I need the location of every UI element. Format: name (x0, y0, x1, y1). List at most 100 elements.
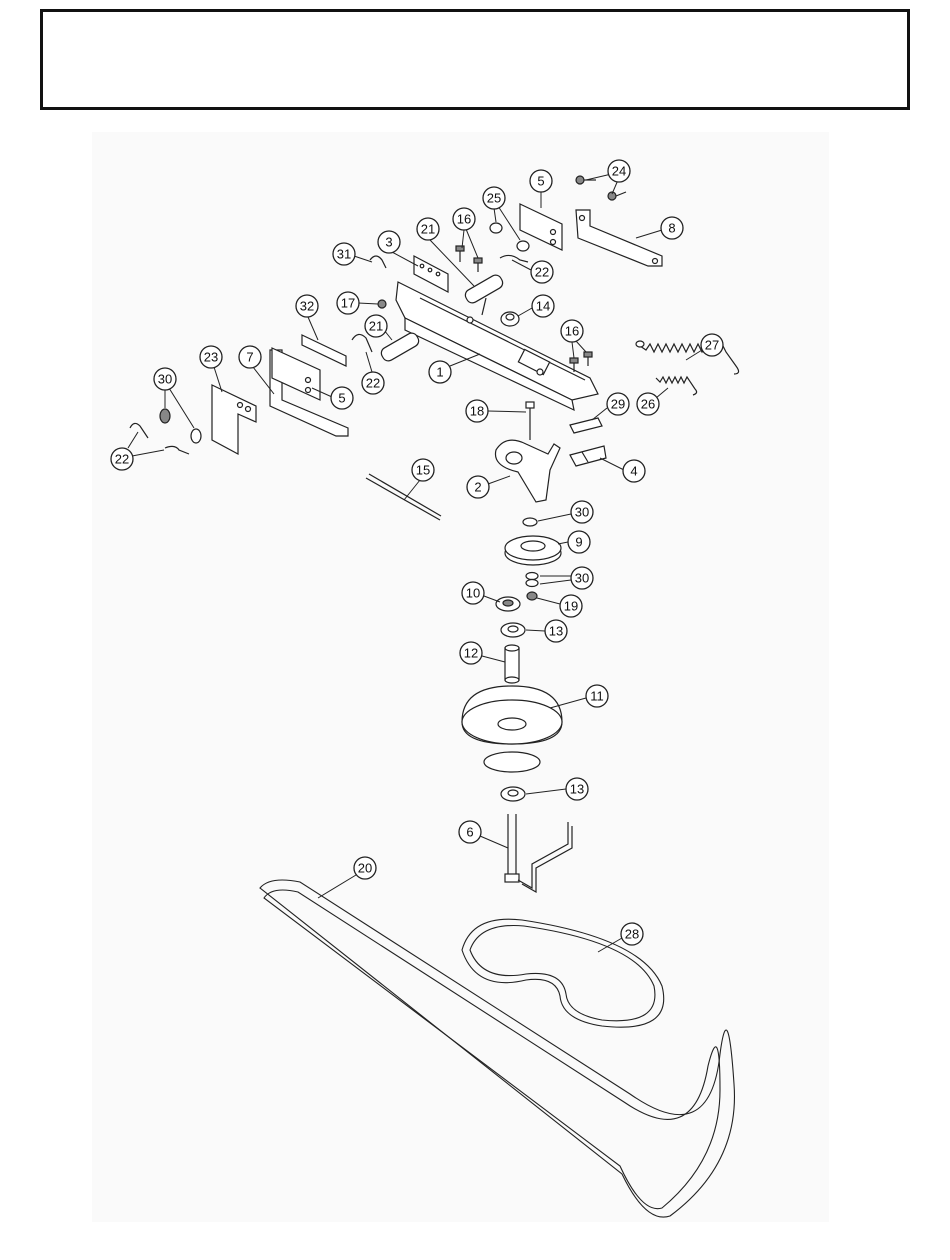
part-rod-15 (366, 474, 441, 520)
callout-30b: 30 (538, 501, 593, 523)
callout-7: 7 (239, 346, 274, 394)
svg-text:24: 24 (612, 164, 626, 179)
svg-text:3: 3 (385, 235, 392, 250)
callout-20: 20 (318, 857, 376, 898)
svg-text:23: 23 (204, 350, 218, 365)
svg-text:25: 25 (487, 191, 501, 206)
callout-22a: 22 (512, 260, 553, 283)
callout-10: 10 (462, 582, 500, 604)
callout-3: 3 (378, 231, 418, 266)
callout-22b: 22 (362, 352, 384, 394)
callout-13a: 13 (526, 620, 567, 642)
part-plate-3 (414, 256, 448, 292)
part-plate-23 (212, 385, 256, 454)
callout-17: 17 (337, 292, 378, 314)
part-bolt-6 (505, 814, 572, 892)
svg-text:15: 15 (416, 463, 430, 478)
svg-text:32: 32 (300, 299, 314, 314)
svg-text:30: 30 (575, 571, 589, 586)
part-bearing-13b (501, 787, 525, 801)
svg-text:8: 8 (668, 221, 675, 236)
callout-22c: 22 (111, 432, 164, 470)
callout-21b: 21 (365, 315, 392, 340)
svg-text:22: 22 (366, 376, 380, 391)
svg-text:10: 10 (466, 586, 480, 601)
part-bearing-13a (501, 623, 525, 637)
svg-text:5: 5 (338, 391, 345, 406)
part-pivot-pin-21a (463, 273, 505, 315)
callout-16b: 16 (561, 320, 586, 358)
svg-text:30: 30 (158, 372, 172, 387)
svg-text:9: 9 (575, 535, 582, 550)
svg-text:6: 6 (466, 825, 473, 840)
svg-text:2: 2 (474, 480, 481, 495)
part-washers-30a (160, 409, 201, 443)
part-pulley-11 (462, 686, 562, 772)
callout-4: 4 (600, 458, 645, 482)
callouts: 24 5 25 16 21 3 31 8 (111, 160, 723, 952)
svg-text:29: 29 (611, 397, 625, 412)
svg-text:14: 14 (536, 299, 550, 314)
svg-text:20: 20 (358, 861, 372, 876)
svg-text:16: 16 (457, 212, 471, 227)
svg-text:7: 7 (246, 350, 253, 365)
part-nut-19 (527, 592, 537, 600)
part-bracket-29 (570, 418, 602, 433)
svg-text:13: 13 (570, 782, 584, 797)
part-bracket-4 (570, 446, 606, 466)
part-washer-30b (523, 518, 537, 526)
callout-13b: 13 (526, 778, 588, 800)
part-clip-31 (370, 256, 386, 268)
callout-23: 23 (200, 346, 222, 392)
callout-30c: 30 (540, 567, 593, 589)
callout-29: 29 (592, 393, 629, 420)
svg-text:11: 11 (590, 689, 604, 704)
callout-14: 14 (518, 295, 554, 317)
callout-26: 26 (637, 388, 668, 415)
part-bearing-10 (496, 597, 520, 611)
svg-text:22: 22 (535, 265, 549, 280)
callout-2: 2 (467, 476, 510, 498)
part-main-frame (396, 282, 598, 410)
svg-text:13: 13 (549, 624, 563, 639)
svg-text:31: 31 (337, 247, 351, 262)
svg-text:19: 19 (564, 599, 578, 614)
part-hairpin-22b (352, 334, 372, 352)
part-bracket-8 (576, 210, 662, 266)
callout-31: 31 (333, 243, 372, 265)
callout-8: 8 (636, 217, 683, 239)
svg-text:4: 4 (630, 464, 637, 479)
part-spacer-12 (505, 645, 519, 683)
callout-5a: 5 (530, 170, 552, 208)
callout-9: 9 (558, 531, 590, 553)
svg-text:18: 18 (470, 404, 484, 419)
svg-text:17: 17 (341, 296, 355, 311)
callout-12: 12 (460, 642, 505, 664)
callout-32: 32 (296, 295, 318, 340)
svg-text:5: 5 (537, 174, 544, 189)
svg-text:21: 21 (421, 222, 435, 237)
svg-text:26: 26 (641, 397, 655, 412)
callout-24: 24 (586, 160, 630, 194)
part-bolts-16a (456, 246, 482, 272)
svg-text:21: 21 (369, 319, 383, 334)
part-pulley-9 (505, 536, 561, 565)
part-hairpins-22c (130, 423, 189, 454)
callout-18: 18 (466, 400, 526, 422)
part-plate-32 (302, 335, 346, 366)
part-pivot-pin-21b (379, 331, 421, 363)
part-nut-17 (378, 300, 386, 308)
callout-19: 19 (537, 595, 582, 617)
svg-text:27: 27 (705, 338, 719, 353)
callout-15: 15 (404, 459, 434, 500)
svg-text:12: 12 (464, 646, 478, 661)
svg-text:1: 1 (436, 365, 443, 380)
callout-6: 6 (459, 821, 508, 848)
part-washers-30c (526, 573, 538, 587)
part-belt-20 (260, 880, 734, 1217)
part-bolt-18 (526, 402, 534, 440)
part-nut-14 (501, 312, 519, 326)
part-idler-arm-2 (495, 440, 560, 502)
svg-text:28: 28 (625, 927, 639, 942)
